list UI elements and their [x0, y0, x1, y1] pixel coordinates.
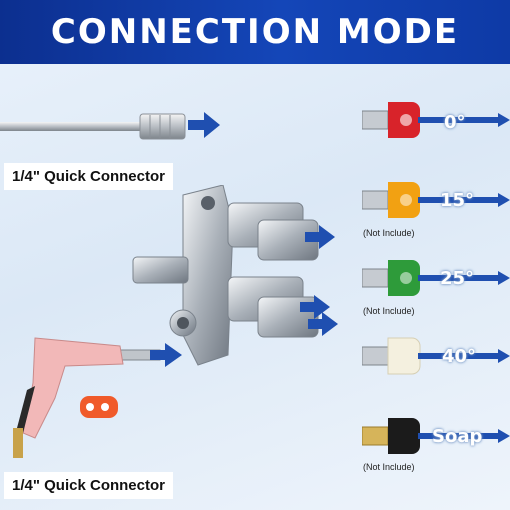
nozzle-40-degree: [361, 334, 422, 378]
spray-wand: [0, 108, 190, 148]
not-included-note: (Not Include): [363, 228, 415, 238]
nozzle-soap: [361, 414, 422, 458]
not-included-note: (Not Include): [363, 462, 415, 472]
not-included-note: (Not Include): [363, 306, 415, 316]
arrow-right-icon: [150, 343, 182, 372]
spray-gun: [5, 328, 165, 463]
nozzle-25-degree: [361, 256, 422, 300]
nozzle-angle-label: 15°: [440, 190, 475, 211]
arrow-right-icon: [188, 112, 220, 143]
arrow-right-icon: [418, 271, 510, 290]
banner-title: CONNECTION MODE: [50, 12, 460, 52]
bottom-connector-label: 1/4" Quick Connector: [4, 472, 173, 499]
arrow-right-icon: [418, 193, 510, 212]
arrow-right-icon: [418, 349, 510, 368]
arrow-right-icon: [300, 295, 330, 324]
arrow-right-icon: [308, 312, 338, 341]
arrow-right-icon: [305, 225, 335, 254]
header-banner: CONNECTION MODE: [0, 0, 510, 64]
manifold-splitter: [128, 184, 338, 370]
arrow-right-icon: [418, 429, 510, 448]
nozzle-0-degree: [361, 98, 422, 142]
nozzle-15-degree: [361, 178, 422, 222]
arrow-right-icon: [418, 113, 510, 132]
nozzle-angle-label: 0°: [444, 112, 466, 133]
nozzle-angle-label: Soap: [432, 426, 483, 447]
top-connector-label: 1/4" Quick Connector: [4, 163, 173, 190]
nozzle-angle-label: 25°: [440, 268, 475, 289]
nozzle-angle-label: 40°: [442, 346, 477, 367]
